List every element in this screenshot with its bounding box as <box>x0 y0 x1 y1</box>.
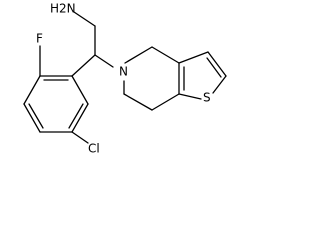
chlorine-label: Cl <box>88 142 100 156</box>
benzene-bond-3 <box>23 103 41 133</box>
benzene-bond-2 <box>23 75 41 105</box>
sulfur-label: S <box>203 91 211 105</box>
nitrogen-label: N <box>119 65 128 79</box>
benzene-bond-5 <box>71 103 89 133</box>
thiophene-bond-c3a-c3 <box>178 51 209 64</box>
benzene-bond-5-inner <box>68 103 84 129</box>
bond-ch2-c3a <box>151 46 180 64</box>
thiophene-bond-s-c7a <box>178 93 202 100</box>
fluorine-label: F <box>36 32 43 46</box>
thiophene-bond-c3-c2 <box>207 51 227 77</box>
benzene-bond-6 <box>71 75 89 105</box>
bond-nh2-ch2 <box>73 11 96 27</box>
thiophene-bond-c2-s <box>212 75 227 94</box>
bond-ch2-ch2 <box>123 93 153 111</box>
bond-n-ch2-top <box>124 46 153 64</box>
bond-ch-n <box>94 54 114 68</box>
benzene-bond-3-inner <box>28 103 44 129</box>
bond-c-cl <box>71 131 89 144</box>
thiophene-bond-c3-c2-inner <box>206 57 222 78</box>
chemical-structure-diagram: H2N F N Cl S <box>23 2 227 156</box>
bond-ch-aryl <box>71 54 96 77</box>
amine-label: H2N <box>50 2 76 16</box>
bond-c7a-ch2 <box>151 93 180 111</box>
